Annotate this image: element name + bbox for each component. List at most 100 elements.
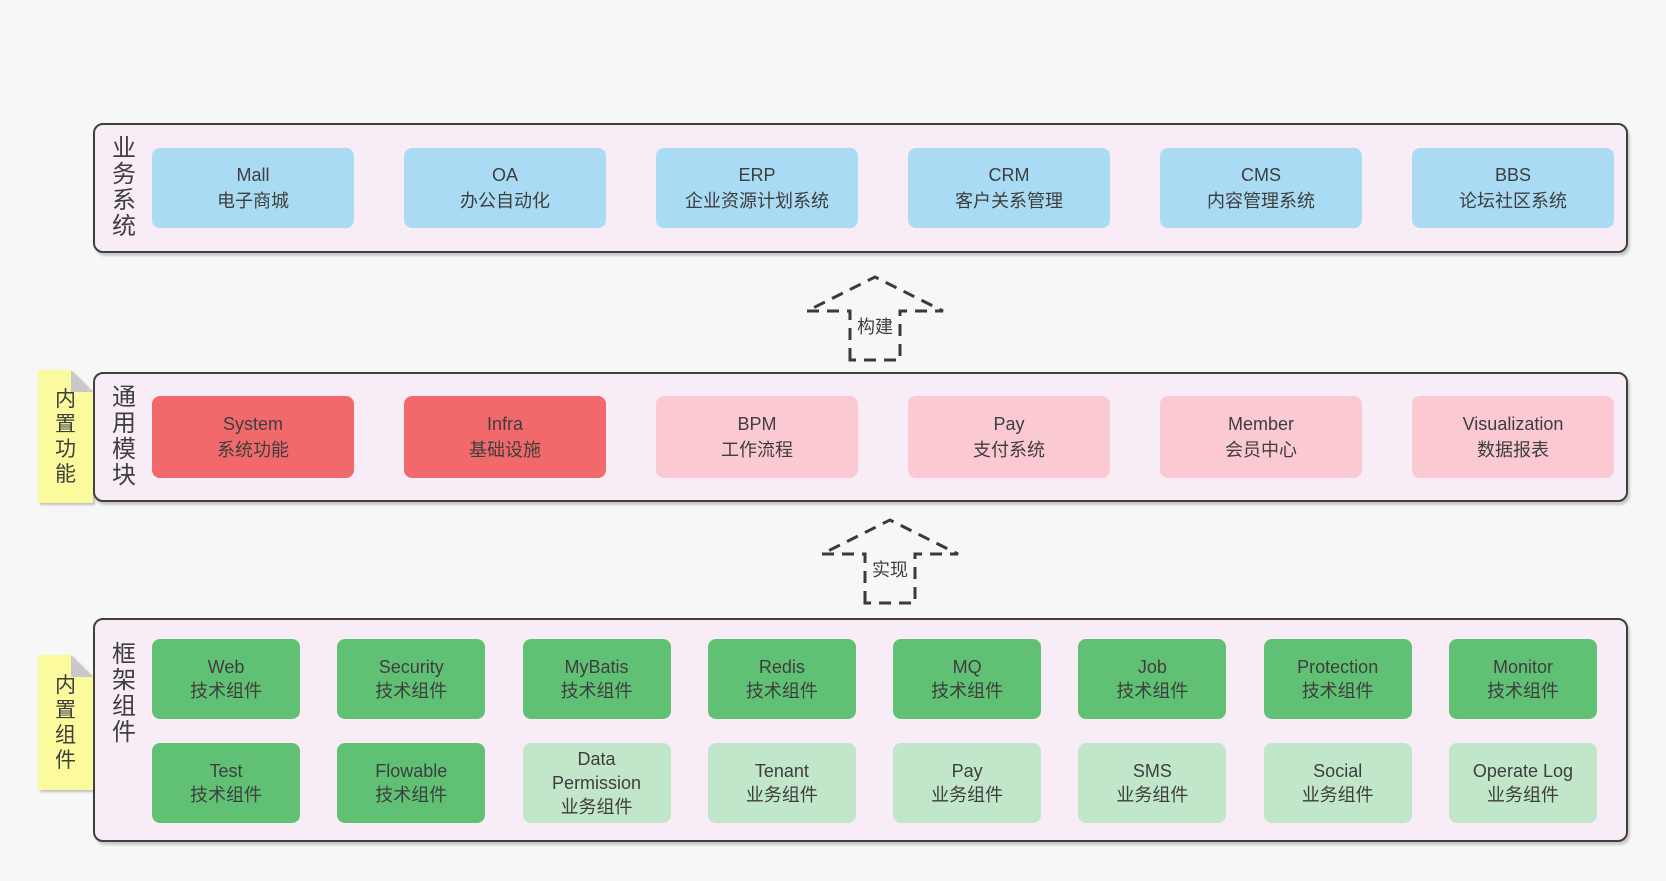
module-subtitle: 业务组件 <box>560 797 633 817</box>
module-name: Data Permission <box>552 749 642 793</box>
module-subtitle: 技术组件 <box>1301 681 1374 701</box>
module-subtitle: 技术组件 <box>745 681 818 701</box>
implement-arrow: 实现 <box>802 517 978 605</box>
module-box-system: System 系统功能 <box>152 396 354 478</box>
module-name: Pay <box>993 414 1025 434</box>
module-name: Mall <box>236 165 270 185</box>
module-name: CMS <box>1241 165 1281 185</box>
module-subtitle: 业务组件 <box>931 785 1004 805</box>
module-name: Infra <box>486 414 524 434</box>
note-text: 内置组件 <box>55 673 76 772</box>
module-subtitle: 业务组件 <box>1486 785 1559 805</box>
note-paper <box>38 655 93 790</box>
module-name: Job <box>1137 657 1167 677</box>
business-systems-panel: 业务系统 Mall 电子商城 OA 办公自动化 ERP 企业资源计划系统 CRM… <box>93 123 1628 253</box>
module-subtitle: 技术组件 <box>375 785 448 805</box>
module-name: Tenant <box>754 761 809 781</box>
module-box-pay: Pay 支付系统 <box>908 396 1110 478</box>
module-box-mall: Mall 电子商城 <box>152 148 354 228</box>
module-box-protection: Protection 技术组件 <box>1263 639 1412 719</box>
module-name: MQ <box>952 657 982 677</box>
module-name: Protection <box>1297 657 1379 677</box>
module-name: Monitor <box>1492 657 1553 677</box>
note-builtin-components: 内置组件 <box>38 655 93 790</box>
arrow-label-implement: 实现 <box>872 560 908 580</box>
arrow-label-build: 构建 <box>857 317 893 337</box>
module-subtitle: 业务组件 <box>1116 785 1189 805</box>
dashed-up-arrow-icon <box>821 518 959 605</box>
module-box-mybatis: MyBatis 技术组件 <box>522 639 671 719</box>
module-subtitle: 电子商城 <box>217 191 289 211</box>
module-subtitle: 技术组件 <box>190 681 262 701</box>
module-name: SMS <box>1132 761 1172 781</box>
module-subtitle: 技术组件 <box>375 681 448 701</box>
note-paper <box>38 370 93 503</box>
module-name: Member <box>1227 414 1294 434</box>
panel-label-framework: 框架组件 <box>112 641 136 746</box>
module-box-job: Job 技术组件 <box>1078 639 1227 719</box>
module-box-data-permission: Data Permission 业务组件 <box>522 743 671 823</box>
module-name: Web <box>207 657 245 677</box>
module-name: MyBatis <box>564 657 629 677</box>
module-box-mq: MQ 技术组件 <box>893 639 1042 719</box>
module-box-bpm: BPM 工作流程 <box>656 396 858 478</box>
module-box-bbs: BBS 论坛社区系统 <box>1412 148 1614 228</box>
module-name: ERP <box>738 165 776 185</box>
common-modules-panel: 通用模块 System 系统功能 Infra 基础设施 BPM 工作流程 Pay… <box>93 372 1628 502</box>
module-box-test: Test 技术组件 <box>152 743 300 823</box>
module-name: Visualization <box>1462 414 1564 434</box>
framework-row-2: Test 技术组件 Flowable 技术组件 Data Permission … <box>152 743 1597 823</box>
module-box-infra: Infra 基础设施 <box>404 396 606 478</box>
module-subtitle: 技术组件 <box>1116 681 1189 701</box>
module-subtitle: 客户关系管理 <box>955 191 1063 211</box>
module-name: Redis <box>758 657 805 677</box>
module-subtitle: 业务组件 <box>745 785 818 805</box>
framework-row-1: Web 技术组件 Security 技术组件 MyBatis 技术组件 Redi… <box>152 639 1597 719</box>
module-box-erp: ERP 企业资源计划系统 <box>656 148 858 228</box>
module-subtitle: 办公自动化 <box>460 191 550 211</box>
module-subtitle: 技术组件 <box>931 681 1004 701</box>
module-name: System <box>222 414 283 434</box>
module-box-web: Web 技术组件 <box>152 639 300 719</box>
module-name: BPM <box>737 414 777 434</box>
note-text: 内置功能 <box>55 387 76 486</box>
modules-boxes-row: System 系统功能 Infra 基础设施 BPM 工作流程 Pay 支付系统… <box>152 374 1614 500</box>
build-arrow: 构建 <box>787 274 963 362</box>
module-box-flowable: Flowable 技术组件 <box>337 743 486 823</box>
panel-label-modules: 通用模块 <box>112 384 136 489</box>
module-subtitle: 论坛社区系统 <box>1459 191 1567 211</box>
module-box-crm: CRM 客户关系管理 <box>908 148 1110 228</box>
module-subtitle: 工作流程 <box>721 440 793 460</box>
module-box-pay: Pay 业务组件 <box>893 743 1042 823</box>
module-name: Flowable <box>375 761 448 781</box>
module-subtitle: 技术组件 <box>560 681 633 701</box>
module-box-sms: SMS 业务组件 <box>1078 743 1227 823</box>
module-name: CRM <box>988 165 1030 185</box>
module-box-member: Member 会员中心 <box>1160 396 1362 478</box>
module-subtitle: 内容管理系统 <box>1207 191 1315 211</box>
module-name: Operate Log <box>1472 761 1573 781</box>
note-builtin-features: 内置功能 <box>38 370 93 503</box>
module-box-social: Social 业务组件 <box>1263 743 1412 823</box>
module-subtitle: 业务组件 <box>1301 785 1374 805</box>
module-subtitle: 会员中心 <box>1225 440 1297 460</box>
module-name: OA <box>491 165 518 185</box>
module-box-operate-log: Operate Log 业务组件 <box>1448 743 1597 823</box>
module-box-redis: Redis 技术组件 <box>707 639 856 719</box>
module-name: BBS <box>1494 165 1532 185</box>
dashed-up-arrow-icon <box>806 275 944 362</box>
module-subtitle: 支付系统 <box>973 440 1045 460</box>
module-subtitle: 技术组件 <box>1486 681 1559 701</box>
module-subtitle: 企业资源计划系统 <box>685 191 829 211</box>
panel-label-business: 业务系统 <box>112 135 136 240</box>
module-box-tenant: Tenant 业务组件 <box>707 743 856 823</box>
module-subtitle: 数据报表 <box>1477 440 1549 460</box>
module-name: Pay <box>951 761 983 781</box>
module-box-cms: CMS 内容管理系统 <box>1160 148 1362 228</box>
module-name: Social <box>1313 761 1363 781</box>
module-name: Test <box>209 761 243 781</box>
module-box-monitor: Monitor 技术组件 <box>1448 639 1597 719</box>
module-box-security: Security 技术组件 <box>337 639 486 719</box>
module-name: Security <box>378 657 444 677</box>
